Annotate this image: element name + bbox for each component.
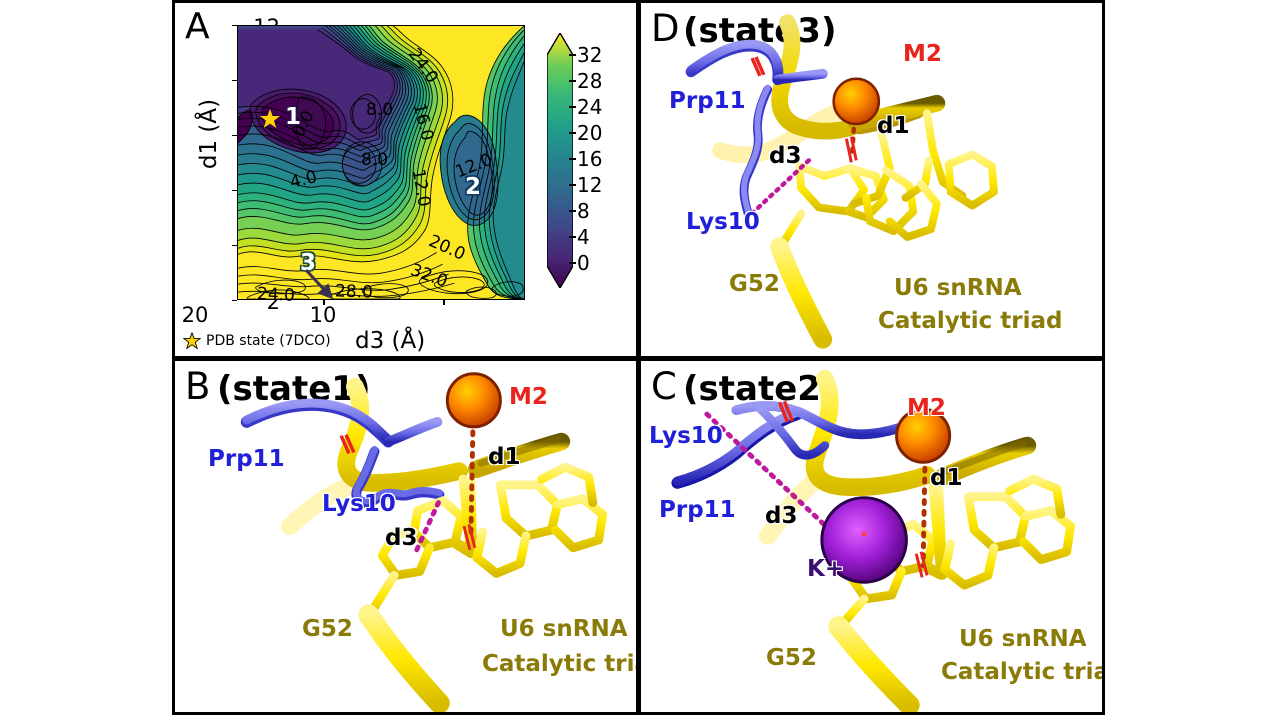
pdb-state-star-icon [260,109,280,128]
panel-c-label-d1: d1 [930,465,963,491]
cb-tick-32: 32 [577,43,603,67]
panel-b-label-g52: G52 [302,616,353,642]
x-tick-20: 20 [181,303,209,327]
cb-tickmark-28 [569,80,576,82]
cb-tickmark-32 [569,54,576,56]
panel-c-label-rna1: U6 snRNA [959,626,1087,652]
panel-c-label-lys10: Lys10 [649,423,723,449]
cb-tickmark-20 [569,132,576,134]
panel-a-letter: A [185,6,210,47]
panel-a-y-axis-label: d1 (Å) [196,98,222,170]
y-tickmark-4 [232,244,237,246]
panel-b-label-d3: d3 [385,525,418,551]
cb-tick-16: 16 [577,147,603,171]
panel-a-free-energy-landscape: A d1 (Å) d3 (Å) 2 4 6 8 10 12 10 20 [172,0,639,359]
x-tickmark-10 [323,300,325,305]
panel-c-label-g52: G52 [766,645,817,671]
cb-tickmark-4 [569,236,576,238]
y-tickmark-6 [232,189,237,191]
pdb-state-legend-text: PDB state (7DCO) [206,333,331,349]
contour-svg [238,26,524,299]
panel-d-label-lys10: Lys10 [686,209,760,235]
panel-c-label-k-ion: K+ [807,556,845,582]
free-energy-contour-plot: 0.0 4.0 8.0 8.0 16.0 24.0 12.0 12.0 20.0… [237,25,525,306]
panel-b-label-lys10: Lys10 [322,491,396,517]
panel-c-molecular-render [671,369,1076,712]
basin-label-3: 3 [300,250,317,276]
cb-tick-0: 0 [577,251,590,275]
x-tick-10: 10 [309,303,337,327]
panel-b-label-m2: M2 [509,384,548,410]
panel-d-label-m2: M2 [903,41,942,67]
contour-label-24b: 24.0 [256,284,296,306]
panel-b-state1-structure: B (state1) [172,358,639,715]
contour-label-8a: 8.0 [366,100,394,120]
y-tickmark-2 [232,299,237,301]
panel-b-label-rna1: U6 snRNA [500,616,628,642]
panel-c-letter: C [651,365,677,408]
cb-tick-4: 4 [577,225,590,249]
panel-d-label-rna2: Catalytic triad [878,308,1063,334]
panel-b-label-rna2: Catalytic triad [482,651,636,677]
y-tickmark-8 [232,134,237,136]
cb-tick-20: 20 [577,121,603,145]
panel-b-label-prp11: Prp11 [208,446,285,472]
panel-d-label-rna1: U6 snRNA [894,275,1022,301]
panel-a-x-axis-label: d3 (Å) [355,328,426,354]
pdb-state-legend: PDB state (7DCO) [183,332,331,350]
panel-d-molecular-render [685,14,998,349]
panel-d-label-d3: d3 [769,143,802,169]
panel-d-label-g52: G52 [729,271,780,297]
cb-tick-8: 8 [577,199,590,223]
cb-tickmark-16 [569,158,576,160]
legend-star-icon [183,332,201,350]
figure-container: A d1 (Å) d3 (Å) 2 4 6 8 10 12 10 20 [172,0,1105,715]
cb-tick-24: 24 [577,95,603,119]
cb-tick-28: 28 [577,69,603,93]
basin-label-2: 2 [465,174,482,200]
panel-d-letter: D [651,7,680,50]
y-tickmark-10 [232,79,237,81]
panel-c-label-rna2: Catalytic triad [941,659,1102,685]
panel-c-label-m2: M2 [907,395,946,421]
colorbar-gradient [547,33,573,288]
panel-c-label-d3: d3 [765,503,798,529]
cb-tickmark-12 [569,184,576,186]
cb-tickmark-24 [569,106,576,108]
panel-c-label-prp11: Prp11 [659,497,736,523]
panel-d-label-d1: d1 [877,113,910,139]
panel-b-molecular-render [240,372,608,712]
cb-tickmark-8 [569,210,576,212]
cb-tickmark-0 [569,262,576,264]
panel-b-label-d1: d1 [488,444,521,470]
panel-c-state2-structure: C (state2) [638,358,1105,715]
y-tickmark-12 [232,24,237,26]
basin-label-1: 1 [285,104,302,130]
basin-3-arrow-icon [304,268,334,300]
panel-d-label-prp11: Prp11 [669,88,746,114]
contour-label-8b: 8.0 [361,150,389,170]
panel-d-state3-structure: D (state3) [638,0,1105,359]
colorbar: 0 4 8 12 16 20 24 28 32 [547,33,602,288]
x-tickmark-20 [443,300,445,305]
cb-tick-12: 12 [577,173,603,197]
panel-b-letter: B [185,365,211,408]
